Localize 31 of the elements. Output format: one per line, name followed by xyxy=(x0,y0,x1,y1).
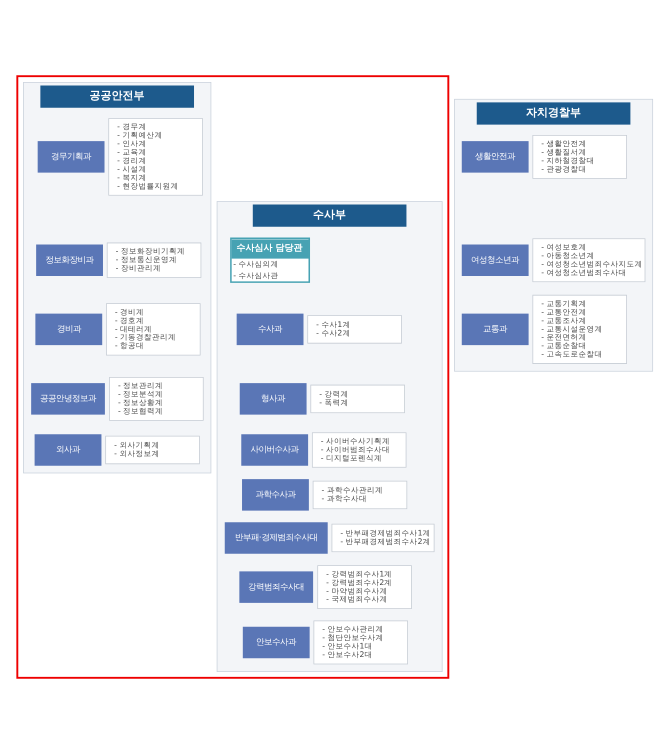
node-box: - 생활안전계 - 생활질서계 - 지하철경찰대 - 관광경찰대 xyxy=(532,135,627,179)
node-box: 반부패·경제범죄수사대 xyxy=(224,522,328,554)
node-box: 여성청소년과 xyxy=(462,244,529,276)
node-box: - 과학수사관리계 - 과학수사대 xyxy=(312,480,408,510)
node-box: 생활안전과 xyxy=(462,141,529,173)
node-box: - 교통기획계 - 교통안전계 - 교통조사계 - 교통시설운영계 - 운전면허계 - 교통순찰대 - 고속도로순찰대 xyxy=(532,294,627,364)
node-box: - 정보화장비기획계 - 정보통신운영계 - 장비관리계 xyxy=(106,242,202,278)
node-box: 경비과 xyxy=(35,314,102,346)
node-box: 공공안녕정보과 xyxy=(31,383,105,415)
cluster xyxy=(16,75,450,679)
node-box: 사이버수사과 xyxy=(241,434,308,466)
node-box: - 수사1계 - 수사2계 xyxy=(307,315,402,344)
node-box: - 강력범죄수사1계 - 강력범죄수사2계 - 마약범죄수사계 - 국제범죄수사계 xyxy=(317,565,412,610)
node-box: 경무기획과 xyxy=(38,141,105,173)
node-box: - 경무계 - 기획예산계 - 인사계 - 교육계 - 경리계 - 시설계 - 복지계 - 현장법률지원계 xyxy=(108,118,203,196)
node-box: - 반부패경제범죄수사1계 - 반부패경제범죄수사2계 xyxy=(332,524,434,552)
node-box: - 여성보호계 - 아동청소년계 - 여성청소년범죄수사지도계 - 여성청소년범죄수사대 xyxy=(532,238,646,282)
node-box: - 정보관리계 - 정보분석계 - 정보상황계 - 정보협력계 xyxy=(109,377,204,421)
node-box: 안보수사과 xyxy=(242,626,310,658)
node-box: - 외사기획계 - 외사정보계 xyxy=(105,436,200,464)
node-box: 과학수사과 xyxy=(242,479,309,511)
node-box: 정보화장비과 xyxy=(36,244,103,276)
node-box: - 강력계 - 폭력계 xyxy=(310,384,405,414)
node-box: - 사이버수사기획계 - 사이버범죄수사대 - 디지털포렌식계 xyxy=(312,432,406,468)
node-box: 수사과 xyxy=(236,314,304,346)
node-box: 강력범죄수사대 xyxy=(239,571,314,603)
node-box: 외사과 xyxy=(34,434,102,466)
node-box: - 경비계 - 경호계 - 대테러계 - 기동경찰관리계 - 항공대 xyxy=(106,303,201,356)
node-box: 교통과 xyxy=(462,314,529,346)
node-box: 형사과 xyxy=(240,383,307,415)
node-box: - 안보수사관리계 - 첨단안보수사계 - 안보수사1대 - 안보수사2대 xyxy=(313,620,408,664)
